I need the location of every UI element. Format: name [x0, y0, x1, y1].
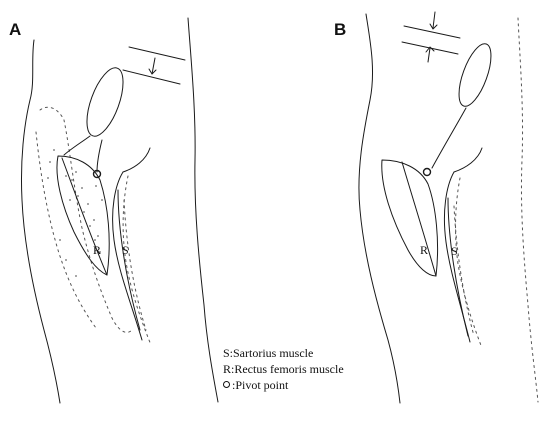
panel-a-field-outline-2: [36, 132, 96, 328]
panel-a-pedicle-stalk: [64, 136, 90, 155]
panel-b-left-leg-outline: [359, 14, 400, 403]
panel-b-label: B: [334, 20, 346, 40]
panel-b-drawing: [359, 12, 538, 403]
panel-a-measure-line-bottom: [123, 70, 180, 84]
panel-a-field-outline: [40, 107, 132, 332]
panel-a-right-thigh-outline: [188, 18, 218, 402]
panel-a-sartorius-label: S: [122, 243, 129, 258]
panel-b-arrow-up: [428, 48, 430, 62]
panel-a-left-leg-outline: [21, 40, 60, 403]
panel-a-drawing: [21, 18, 218, 403]
panel-b-rectus-femoris: [382, 160, 438, 276]
panel-a-measure-line-top: [129, 47, 185, 60]
panel-b-sartorius-label: S: [451, 244, 458, 259]
panel-b-inner-dashed-contour: [456, 178, 482, 348]
panel-a-rectus-label: R: [93, 243, 101, 258]
panel-b-right-thigh-outline: [518, 18, 538, 402]
panel-b-rectus-femoris-centerline: [402, 162, 436, 276]
panel-a-sartorius-line: [118, 190, 140, 330]
panel-a-flap-pedicle: [80, 63, 131, 140]
panel-b-hip-curve: [454, 148, 482, 172]
panel-b-flap-pedicle: [452, 40, 497, 110]
legend-pivot-text: :Pivot point: [232, 378, 288, 392]
pivot-point-icon: [223, 381, 230, 388]
panel-b-pivot-point: [424, 169, 431, 176]
panel-b-arrow-down: [433, 12, 435, 28]
panel-a-hip-curve: [123, 148, 150, 172]
panel-b-pedicle-stalk: [432, 108, 466, 168]
legend: S:Sartorius muscle R:Rectus femoris musc…: [223, 345, 344, 393]
legend-rectus-femoris: R:Rectus femoris muscle: [223, 361, 344, 377]
legend-sartorius: S:Sartorius muscle: [223, 345, 344, 361]
panel-b-rectus-label: R: [420, 243, 428, 258]
panel-a-pedicle-stalk-2: [97, 140, 102, 172]
panel-a-label: A: [9, 20, 21, 40]
legend-pivot-point: :Pivot point: [223, 377, 344, 393]
